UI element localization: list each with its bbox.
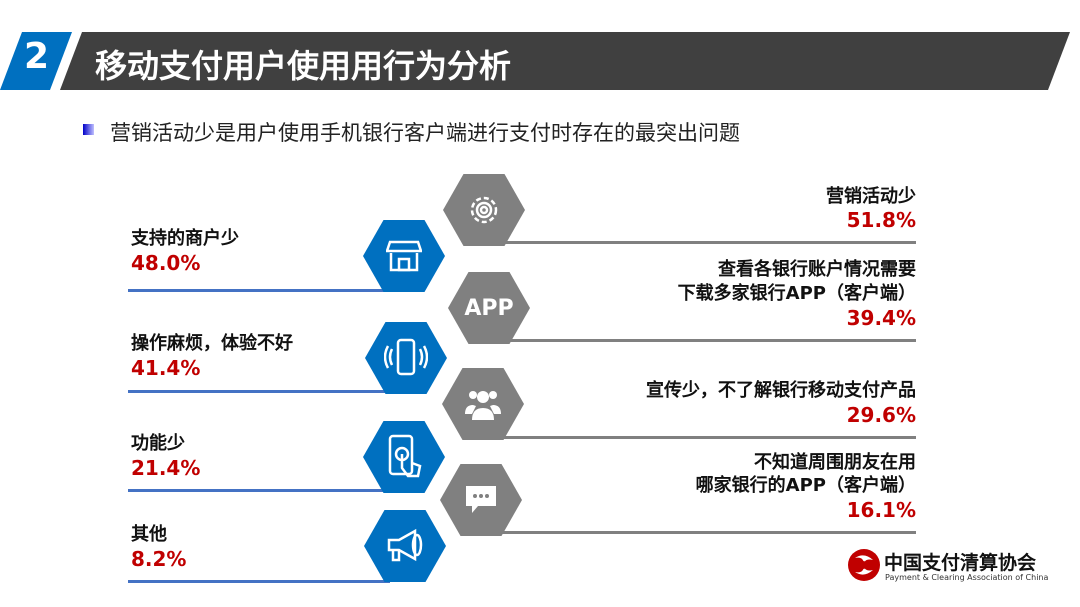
- touch-phone-icon: [363, 421, 445, 493]
- right-value-4: 16.1%: [846, 498, 916, 522]
- left-label-4: 其他: [131, 524, 167, 545]
- left-value-3: 21.4%: [131, 456, 201, 480]
- right-label-4b: 哪家银行的APP（客户端）: [695, 475, 916, 496]
- left-line-2: [128, 390, 390, 393]
- right-value-2: 39.4%: [846, 306, 916, 330]
- right-label-2b: 下载多家银行APP（客户端）: [677, 283, 916, 304]
- right-line-1: [500, 241, 916, 244]
- left-line-3: [128, 489, 390, 492]
- chat-bubble-icon: [440, 464, 522, 536]
- left-label-2: 操作麻烦，体验不好: [131, 333, 293, 354]
- right-label-2: 查看各银行账户情况需要: [718, 259, 916, 280]
- pcac-logo-icon: [848, 549, 880, 581]
- right-value-3: 29.6%: [846, 403, 916, 427]
- section-number: 2: [24, 36, 50, 77]
- left-value-1: 48.0%: [131, 251, 201, 275]
- left-line-4: [128, 580, 390, 583]
- gear-icon: [443, 174, 525, 246]
- phone-vibrate-icon: [365, 322, 447, 394]
- left-value-2: 41.4%: [131, 356, 201, 380]
- logo-name-cn: 中国支付清算协会: [884, 552, 1037, 574]
- right-label-3: 宣传少，不了解银行移动支付产品: [646, 380, 916, 401]
- right-label-4: 不知道周围朋友在用: [754, 452, 916, 473]
- subtitle: 营销活动少是用户使用手机银行客户端进行支付时存在的最突出问题: [110, 121, 740, 145]
- app-icon: APP: [448, 272, 530, 344]
- right-value-1: 51.8%: [846, 208, 916, 232]
- logo-name-en: Payment & Clearing Association of China: [885, 573, 1049, 582]
- right-line-4: [497, 531, 916, 534]
- left-value-4: 8.2%: [131, 547, 187, 571]
- left-line-1: [128, 289, 390, 292]
- right-label-1: 营销活动少: [826, 186, 916, 207]
- bullet-icon: [83, 124, 94, 135]
- left-label-3: 功能少: [131, 433, 185, 454]
- right-line-2: [505, 339, 916, 342]
- storefront-icon: [363, 220, 445, 292]
- people-icon: [442, 368, 524, 440]
- title-band: [60, 32, 1070, 90]
- megaphone-icon: [364, 510, 446, 582]
- right-line-3: [500, 436, 916, 439]
- left-label-1: 支持的商户少: [131, 228, 239, 249]
- page-title: 移动支付用户使用用行为分析: [95, 47, 512, 85]
